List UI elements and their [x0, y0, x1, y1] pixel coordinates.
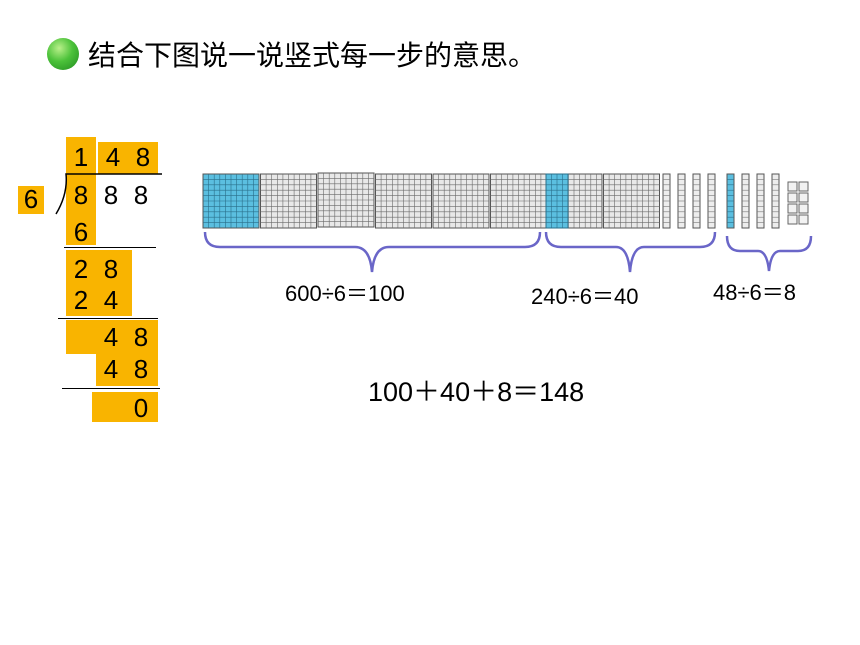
highlight-final [92, 392, 158, 422]
step2-remainder-digit: 2 [73, 254, 89, 284]
highlight-quotient-rest [98, 142, 158, 174]
quotient-digit: 8 [135, 142, 151, 172]
ones-blocks [787, 181, 809, 225]
highlight-step2 [66, 250, 132, 316]
quotient-digit: 4 [105, 142, 121, 172]
step2-remainder-digit: 8 [103, 254, 119, 284]
equation-total: 100＋40＋8＝148 [368, 377, 585, 407]
highlight-step3-left [66, 320, 96, 354]
hundreds-blocks [202, 172, 547, 229]
page-title: 结合下图说一说竖式每一步的意思。 [88, 39, 537, 72]
step3-remainder-digit: 4 [103, 322, 119, 352]
highlight-quotient-1 [66, 137, 96, 213]
step2-product-digit: 2 [73, 285, 89, 315]
highlight-step3 [96, 320, 158, 386]
step3-remainder-digit: 8 [133, 322, 149, 352]
one-cube [798, 192, 809, 203]
brace-3 [725, 235, 813, 272]
braces [203, 231, 813, 273]
one-cube [787, 214, 798, 225]
dividend-digit: 8 [133, 180, 149, 210]
step2-product-digit: 4 [103, 285, 119, 315]
base-ten-blocks [202, 172, 813, 273]
one-cube [798, 181, 809, 192]
step3-product-digit: 8 [133, 354, 149, 384]
one-cube [787, 203, 798, 214]
step1-product: 6 [73, 217, 89, 247]
one-cube [798, 214, 809, 225]
green-ball-icon [47, 38, 79, 70]
one-cube [787, 181, 798, 192]
highlight-step1 [66, 213, 96, 245]
rule-1 [64, 247, 156, 248]
dividend-digit: 8 [103, 180, 119, 210]
tens-blocks [545, 173, 780, 229]
final-remainder: 0 [133, 393, 149, 423]
brace-1 [203, 231, 542, 273]
rule-3 [62, 388, 160, 389]
equation-ones: 48÷6＝8 [713, 280, 797, 305]
division-bracket [55, 173, 162, 215]
equation-tens: 240÷6＝40 [531, 284, 639, 309]
highlight-divisor [18, 186, 44, 214]
one-cube [798, 203, 809, 214]
step3-product-digit: 4 [103, 354, 119, 384]
equation-hundreds: 600÷6＝100 [285, 281, 405, 306]
brace-2 [544, 231, 717, 273]
one-cube [787, 192, 798, 203]
dividend-digit: 8 [73, 180, 89, 210]
rule-2 [58, 318, 158, 319]
divisor: 6 [23, 184, 39, 214]
quotient-digit: 1 [73, 142, 89, 172]
